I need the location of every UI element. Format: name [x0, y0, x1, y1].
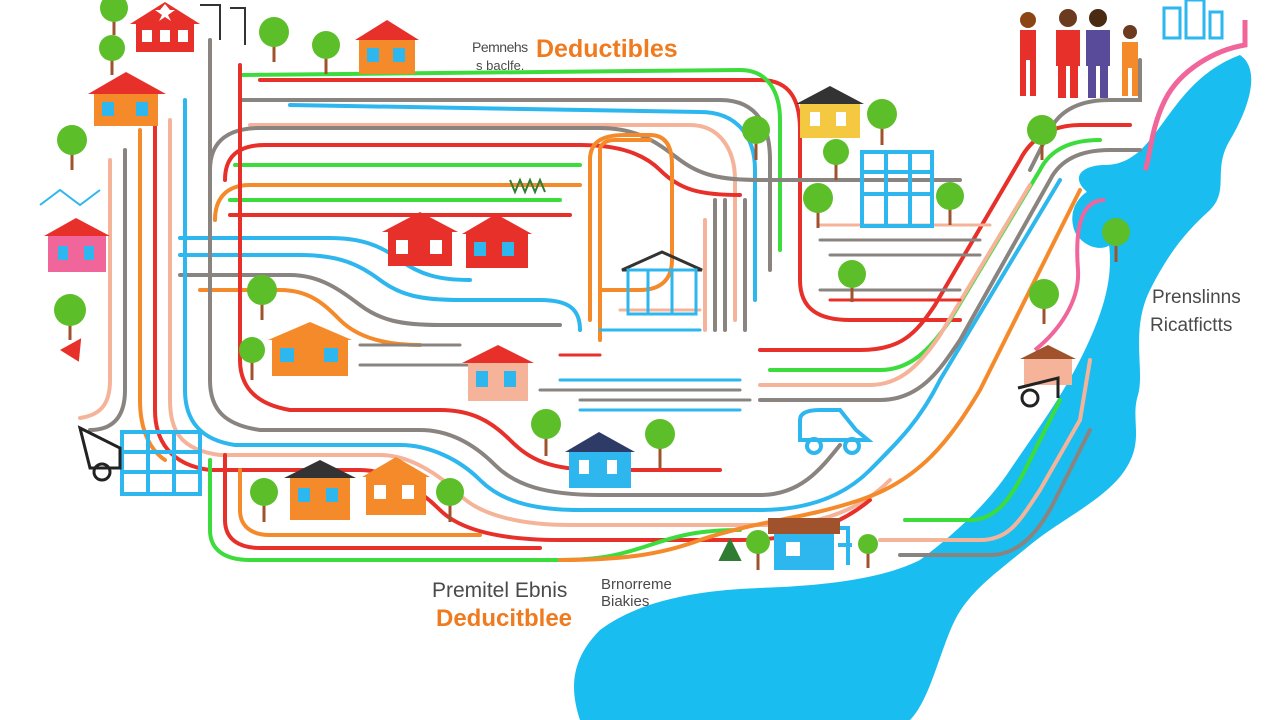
top-label-small-2: s baclfe. — [476, 58, 525, 73]
tree-icon — [312, 31, 340, 74]
house-icon — [88, 72, 166, 126]
route-gray-right — [898, 428, 1092, 557]
top-title-label: Deductibles — [536, 35, 678, 63]
route-orange-loop — [588, 133, 674, 322]
family-icon — [1020, 9, 1138, 98]
tree-icon — [645, 419, 675, 468]
house-icon — [768, 518, 840, 570]
route-grid-5 — [558, 298, 962, 357]
tree-icon — [742, 116, 770, 160]
route-long-red — [758, 123, 1132, 352]
house-icon — [362, 457, 430, 515]
bottom-label-1: Premitel Ebnis — [432, 579, 568, 602]
route-orange-outer — [238, 468, 482, 537]
route-orange-left — [138, 128, 167, 462]
tree-icon — [1102, 218, 1130, 262]
water-body — [574, 55, 1252, 720]
route-gray-3 — [178, 273, 562, 327]
tree-icon — [250, 478, 278, 522]
tree-icon — [823, 139, 849, 180]
house-icon — [796, 86, 864, 138]
building-icon — [860, 150, 934, 228]
route-orange-2 — [198, 288, 422, 347]
house-icon — [44, 218, 110, 272]
tree-icon — [247, 275, 277, 320]
tree-icon — [99, 35, 125, 75]
route-green-1 — [238, 67, 782, 252]
house-icon — [462, 345, 534, 401]
route-peach-right — [878, 358, 1092, 542]
tree-icon — [936, 182, 964, 225]
building-icon — [1162, 0, 1224, 40]
bottom-label-3a: Brnorreme — [601, 576, 672, 593]
route-long-peach — [758, 183, 1032, 387]
tree-icon — [57, 125, 87, 170]
car-icon — [1017, 376, 1060, 408]
route-gray-outer — [88, 148, 127, 432]
house-icon — [382, 212, 458, 266]
tree-icon — [1029, 279, 1059, 324]
tree-group — [54, 0, 1130, 570]
house-icon — [1020, 345, 1076, 385]
car-icon — [798, 408, 874, 455]
building-icon — [120, 430, 202, 496]
route-red-2 — [223, 143, 742, 197]
car-icon — [77, 425, 122, 482]
tree-icon — [867, 99, 897, 145]
house-icon — [130, 2, 200, 52]
house-icon — [284, 460, 356, 520]
route-orange-loop-2 — [598, 138, 652, 342]
tree-icon — [100, 0, 128, 35]
house-icon — [462, 214, 532, 268]
bottom-label-3: Brnorreme Biakies — [601, 576, 672, 610]
pink-route — [1142, 20, 1248, 172]
bottom-label-3b: Biakies — [601, 592, 650, 610]
tree-icon — [436, 478, 464, 522]
tree-icon — [858, 534, 878, 568]
route-red-left — [238, 63, 722, 472]
bottom-label-2: Deducitblee — [436, 605, 573, 632]
tree-icon — [54, 294, 86, 340]
route-network — [78, 38, 1142, 562]
tree-icon — [746, 530, 770, 570]
house-icon — [268, 322, 352, 376]
route-red-1 — [258, 78, 962, 322]
route-grid-1 — [818, 238, 982, 292]
route-gray-left — [208, 38, 842, 497]
tree-icon — [239, 337, 265, 380]
tree-icon — [259, 17, 289, 62]
pink-route-2 — [1033, 198, 1106, 352]
route-peach-1 — [248, 123, 737, 322]
tree-icon — [531, 409, 561, 456]
route-long-gray — [758, 148, 1142, 402]
route-grid-4 — [358, 343, 752, 402]
route-green-right — [903, 398, 1062, 522]
top-label-small-1: Pemnehs — [472, 39, 528, 55]
route-blue-2 — [178, 253, 582, 332]
right-label-1: Prenslinns — [1152, 287, 1241, 308]
building-icon — [621, 250, 703, 316]
route-long-orange — [558, 188, 1082, 562]
route-green-outer — [208, 458, 742, 562]
route-peach-outer — [78, 158, 112, 420]
route-gray-vert — [713, 198, 747, 332]
route-red-outer — [223, 453, 542, 550]
tree-icon — [838, 260, 866, 302]
tree-icon — [1027, 115, 1057, 160]
route-grid-3 — [558, 328, 742, 412]
route-blue-left — [183, 98, 1062, 512]
house-icon — [565, 432, 635, 488]
house-group — [44, 2, 1076, 570]
house-icon — [355, 20, 419, 74]
route-orange-1 — [213, 183, 582, 222]
right-label-2: Ricatfictts — [1150, 315, 1233, 336]
tree-icon — [803, 183, 833, 228]
decorative-marks — [39, 4, 852, 565]
